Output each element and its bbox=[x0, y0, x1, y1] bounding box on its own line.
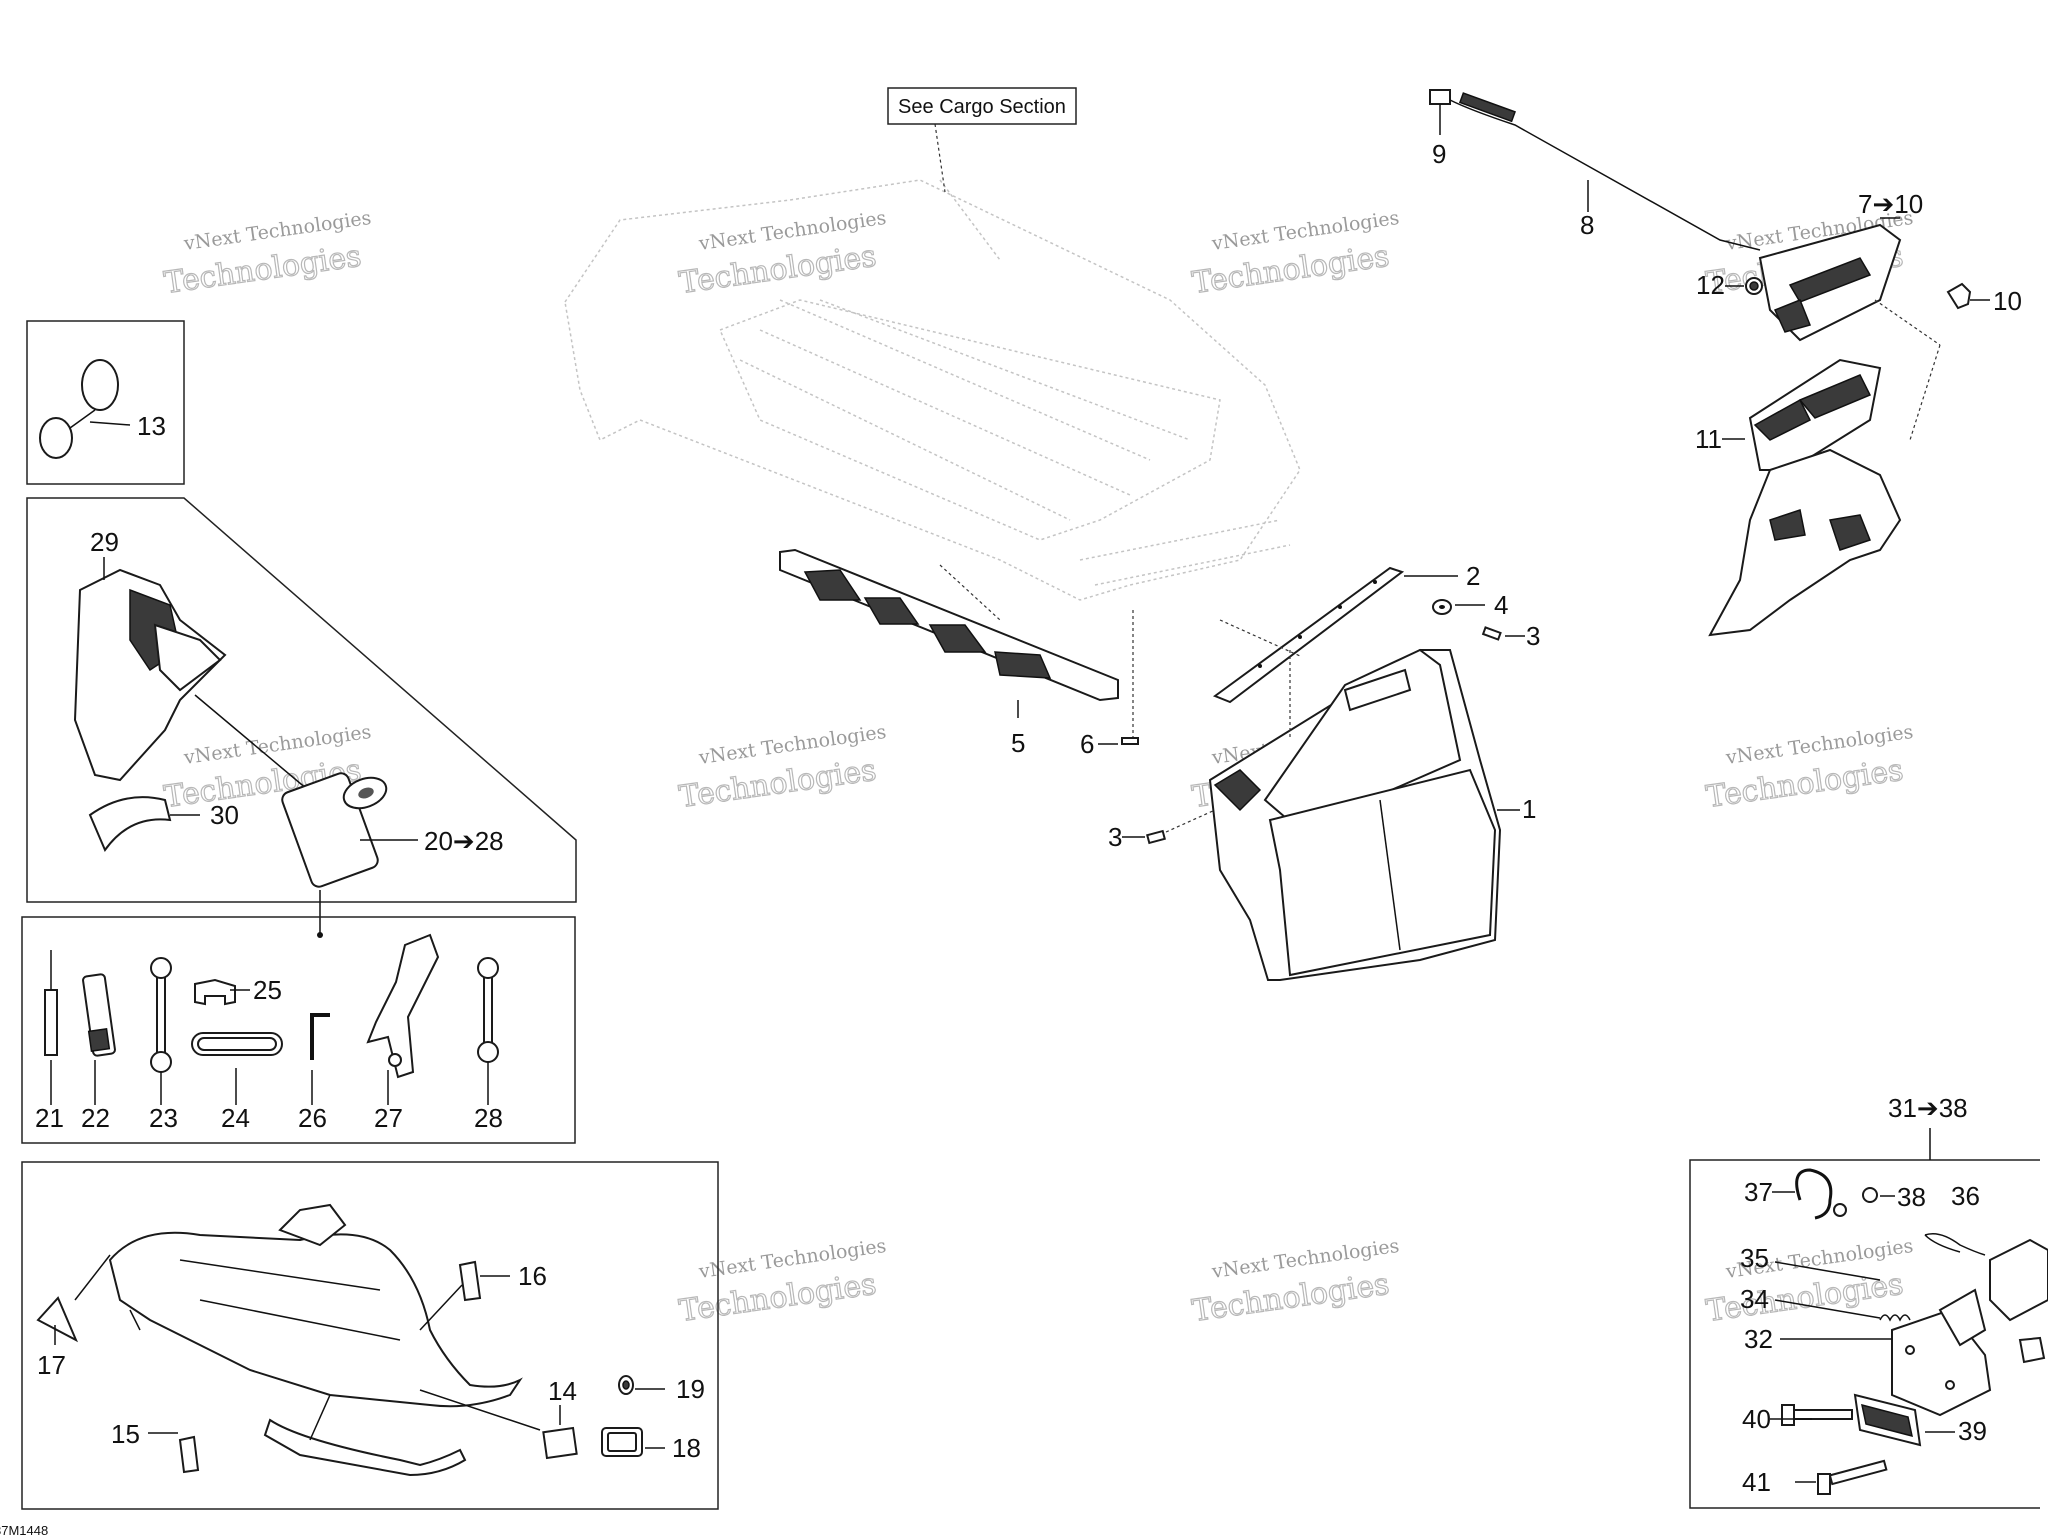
rear-light-assembly bbox=[1725, 217, 1990, 441]
cargo-rack-ghost bbox=[564, 123, 1301, 601]
holder-part-18 bbox=[601, 1427, 665, 1457]
callout-7-to-10: 7➔10 bbox=[1858, 189, 1923, 219]
callout-25: 25 bbox=[253, 975, 282, 1005]
callout-6: 6 bbox=[1080, 729, 1094, 759]
callout-30: 30 bbox=[210, 800, 239, 830]
watermark-group: vNext Technologies Technologies vNext Te… bbox=[161, 207, 1914, 1330]
callout-38: 38 bbox=[1897, 1182, 1926, 1212]
snowmobile-outline bbox=[108, 1203, 523, 1477]
callout-23: 23 bbox=[149, 1103, 178, 1133]
leader-part-35 bbox=[1774, 1261, 1881, 1281]
tool-bag-section bbox=[26, 497, 577, 938]
callout-31-to-38: 31➔38 bbox=[1888, 1093, 1968, 1123]
tool-25-clip bbox=[194, 978, 250, 1006]
callout-11: 11 bbox=[1695, 424, 1722, 454]
decal-part-15 bbox=[178, 1435, 200, 1474]
callout-12: 12 bbox=[1696, 270, 1725, 300]
tool-23-wrench bbox=[150, 957, 172, 1105]
callout-10: 10 bbox=[1993, 286, 2022, 316]
callout-2: 2 bbox=[1466, 561, 1480, 591]
nut-part-38 bbox=[1862, 1187, 1895, 1203]
decal-part-17 bbox=[36, 1296, 79, 1343]
callout-9: 9 bbox=[1432, 139, 1446, 169]
side-panel-part-5 bbox=[779, 548, 1119, 718]
callout-32: 32 bbox=[1744, 1324, 1773, 1354]
callout-18: 18 bbox=[672, 1433, 701, 1463]
snowmobile-section bbox=[21, 1161, 719, 1510]
license-bracket-section bbox=[1689, 1128, 2048, 1509]
strap-part-2 bbox=[1212, 566, 1458, 740]
callout-13: 13 bbox=[137, 411, 166, 441]
callout-37: 37 bbox=[1744, 1177, 1773, 1207]
callout-24: 24 bbox=[221, 1103, 250, 1133]
screw-part-3-top bbox=[1481, 626, 1525, 641]
callout-21: 21 bbox=[35, 1103, 64, 1133]
callout-36: 36 bbox=[1951, 1181, 1980, 1211]
tool-24 bbox=[191, 1032, 283, 1105]
tool-21 bbox=[44, 950, 58, 1105]
callout-29: 29 bbox=[90, 527, 119, 557]
callout-8: 8 bbox=[1580, 210, 1594, 240]
storage-bag-part-1 bbox=[1208, 648, 1520, 981]
light-housing-part-11 bbox=[1708, 358, 1902, 637]
callout-19: 19 bbox=[676, 1374, 705, 1404]
bracket-part-right bbox=[1989, 1238, 2048, 1364]
screw-part-3-lower bbox=[1122, 809, 1216, 845]
callout-14: 14 bbox=[548, 1376, 577, 1406]
callout-labels: 1 2 3 3 4 5 6 7➔10 8 9 10 11 12 13 14 15… bbox=[35, 139, 2022, 1497]
callout-17: 17 bbox=[37, 1350, 66, 1380]
callout-34: 34 bbox=[1740, 1284, 1769, 1314]
pin-part-6 bbox=[1098, 610, 1139, 745]
mirror-part-13-box bbox=[26, 320, 185, 485]
callout-3: 3 bbox=[1108, 822, 1122, 852]
callout-40: 40 bbox=[1742, 1404, 1771, 1434]
tool-28-wrench bbox=[477, 957, 499, 1105]
washer-part-4 bbox=[1432, 599, 1485, 615]
callout-41: 41 bbox=[1742, 1467, 1771, 1497]
bracket-part-32 bbox=[1780, 1288, 1992, 1417]
callout-39: 39 bbox=[1958, 1416, 1987, 1446]
callout-5: 5 bbox=[1011, 728, 1025, 758]
callout-15: 15 bbox=[111, 1419, 140, 1449]
callout-1: 1 bbox=[1522, 794, 1536, 824]
tool-27-spanner bbox=[366, 933, 440, 1105]
bolt-part-41 bbox=[1795, 1459, 1888, 1495]
callout-4: 4 bbox=[1494, 590, 1508, 620]
callout-16: 16 bbox=[518, 1261, 547, 1291]
cargo-section-note: See Cargo Section bbox=[887, 87, 1077, 125]
callout-35: 35 bbox=[1740, 1243, 1769, 1273]
spring-part-34 bbox=[1774, 1299, 1911, 1322]
tool-22 bbox=[82, 973, 116, 1105]
drawing-code: 37M1448 bbox=[0, 1523, 48, 1536]
bolt-part-40 bbox=[1770, 1404, 1853, 1426]
tool-roll-part-20 bbox=[281, 772, 388, 888]
reflector-part-39 bbox=[1853, 1393, 1955, 1447]
cargo-section-label: See Cargo Section bbox=[898, 96, 1066, 118]
callout-27: 27 bbox=[374, 1103, 403, 1133]
callout-26: 26 bbox=[298, 1103, 327, 1133]
callout-22: 22 bbox=[81, 1103, 110, 1133]
cable-part-37 bbox=[1772, 1168, 1847, 1220]
tools-section bbox=[21, 916, 576, 1144]
callout-3: 3 bbox=[1526, 621, 1540, 651]
tool-26-hex-key bbox=[310, 1013, 330, 1105]
decal-part-14 bbox=[542, 1426, 578, 1460]
decal-part-16 bbox=[458, 1260, 482, 1302]
pin-part-36 bbox=[1924, 1233, 1986, 1256]
nut-part-19 bbox=[618, 1375, 665, 1395]
harness-part-8-9 bbox=[1429, 89, 1761, 251]
callout-28: 28 bbox=[474, 1103, 503, 1133]
callout-20-to-28: 20➔28 bbox=[424, 826, 504, 856]
